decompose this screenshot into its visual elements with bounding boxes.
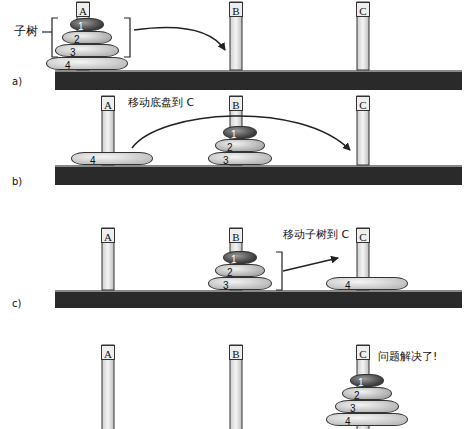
peg-label-box: C — [356, 345, 370, 360]
disk-number: 3 — [223, 155, 229, 166]
bracket — [124, 18, 130, 57]
disk: 2 — [62, 31, 112, 44]
peg — [102, 228, 114, 290]
disk: 1 — [223, 126, 257, 139]
peg-label-box: B — [229, 2, 243, 17]
panel-label: c) — [12, 298, 21, 310]
peg-letter: A — [79, 5, 87, 18]
disk: 4 — [46, 57, 128, 70]
disk: 2 — [215, 139, 265, 152]
disk-number: 4 — [65, 60, 71, 71]
peg-letter: B — [232, 5, 239, 18]
base-bar — [55, 70, 462, 90]
disk: 4 — [326, 413, 408, 426]
subtree-label: 子树 — [14, 24, 38, 38]
move-arrow — [134, 28, 225, 51]
disk: 1 — [223, 251, 257, 264]
peg-label-box: A — [76, 2, 90, 17]
peg — [102, 345, 114, 429]
peg-letter: C — [359, 348, 366, 361]
disk-number: 4 — [345, 416, 351, 427]
peg-label-box: C — [356, 2, 370, 17]
peg-letter: B — [232, 231, 239, 244]
base-bar — [55, 165, 462, 185]
disk: 3 — [55, 44, 119, 57]
disk-number: 3 — [223, 280, 229, 291]
peg-label-box: B — [229, 345, 243, 360]
disk: 1 — [70, 18, 104, 31]
step-note: 移动子树到 C — [283, 228, 349, 241]
peg-letter: C — [359, 231, 366, 244]
peg — [230, 2, 242, 70]
peg-letter: A — [104, 231, 112, 244]
disk: 2 — [342, 387, 392, 400]
peg-label-box: A — [101, 228, 115, 243]
disk: 4 — [71, 152, 153, 165]
peg-label-box: A — [101, 96, 115, 111]
peg-label-box: B — [229, 228, 243, 243]
move-arrow — [283, 258, 338, 271]
panel-label: a) — [12, 76, 22, 88]
base-highlight — [55, 70, 462, 72]
disk: 2 — [215, 264, 265, 277]
peg-letter: C — [359, 5, 366, 18]
result-note: 问题解决了! — [378, 350, 437, 363]
bracket — [276, 252, 282, 290]
base-bars — [55, 70, 462, 308]
peg-letter: A — [104, 99, 112, 112]
peg-letter: B — [232, 99, 239, 112]
peg-letter: A — [104, 348, 112, 361]
peg-label-box: A — [101, 345, 115, 360]
disk-number: 4 — [345, 280, 351, 291]
disk: 4 — [326, 277, 408, 290]
disk: 1 — [350, 374, 384, 387]
peg-label-box: C — [356, 96, 370, 111]
disk: 3 — [208, 277, 272, 290]
base-highlight — [55, 165, 462, 167]
peg — [357, 96, 369, 165]
peg-label-box: B — [229, 96, 243, 111]
peg-letter: B — [232, 348, 239, 361]
base-highlight — [55, 290, 462, 292]
panel-label: b) — [12, 176, 22, 188]
peg — [357, 2, 369, 70]
peg — [230, 345, 242, 429]
peg-letter: C — [359, 99, 366, 112]
step-note: 移动底盘到 C — [128, 96, 194, 109]
base-bar — [55, 290, 462, 308]
peg-label-box: C — [356, 228, 370, 243]
move-arrows — [132, 28, 350, 291]
disk: 3 — [208, 152, 272, 165]
leader-line — [42, 31, 52, 32]
subtree-bracket — [42, 18, 130, 57]
disk: 3 — [335, 400, 399, 413]
disk-number: 4 — [90, 155, 96, 166]
